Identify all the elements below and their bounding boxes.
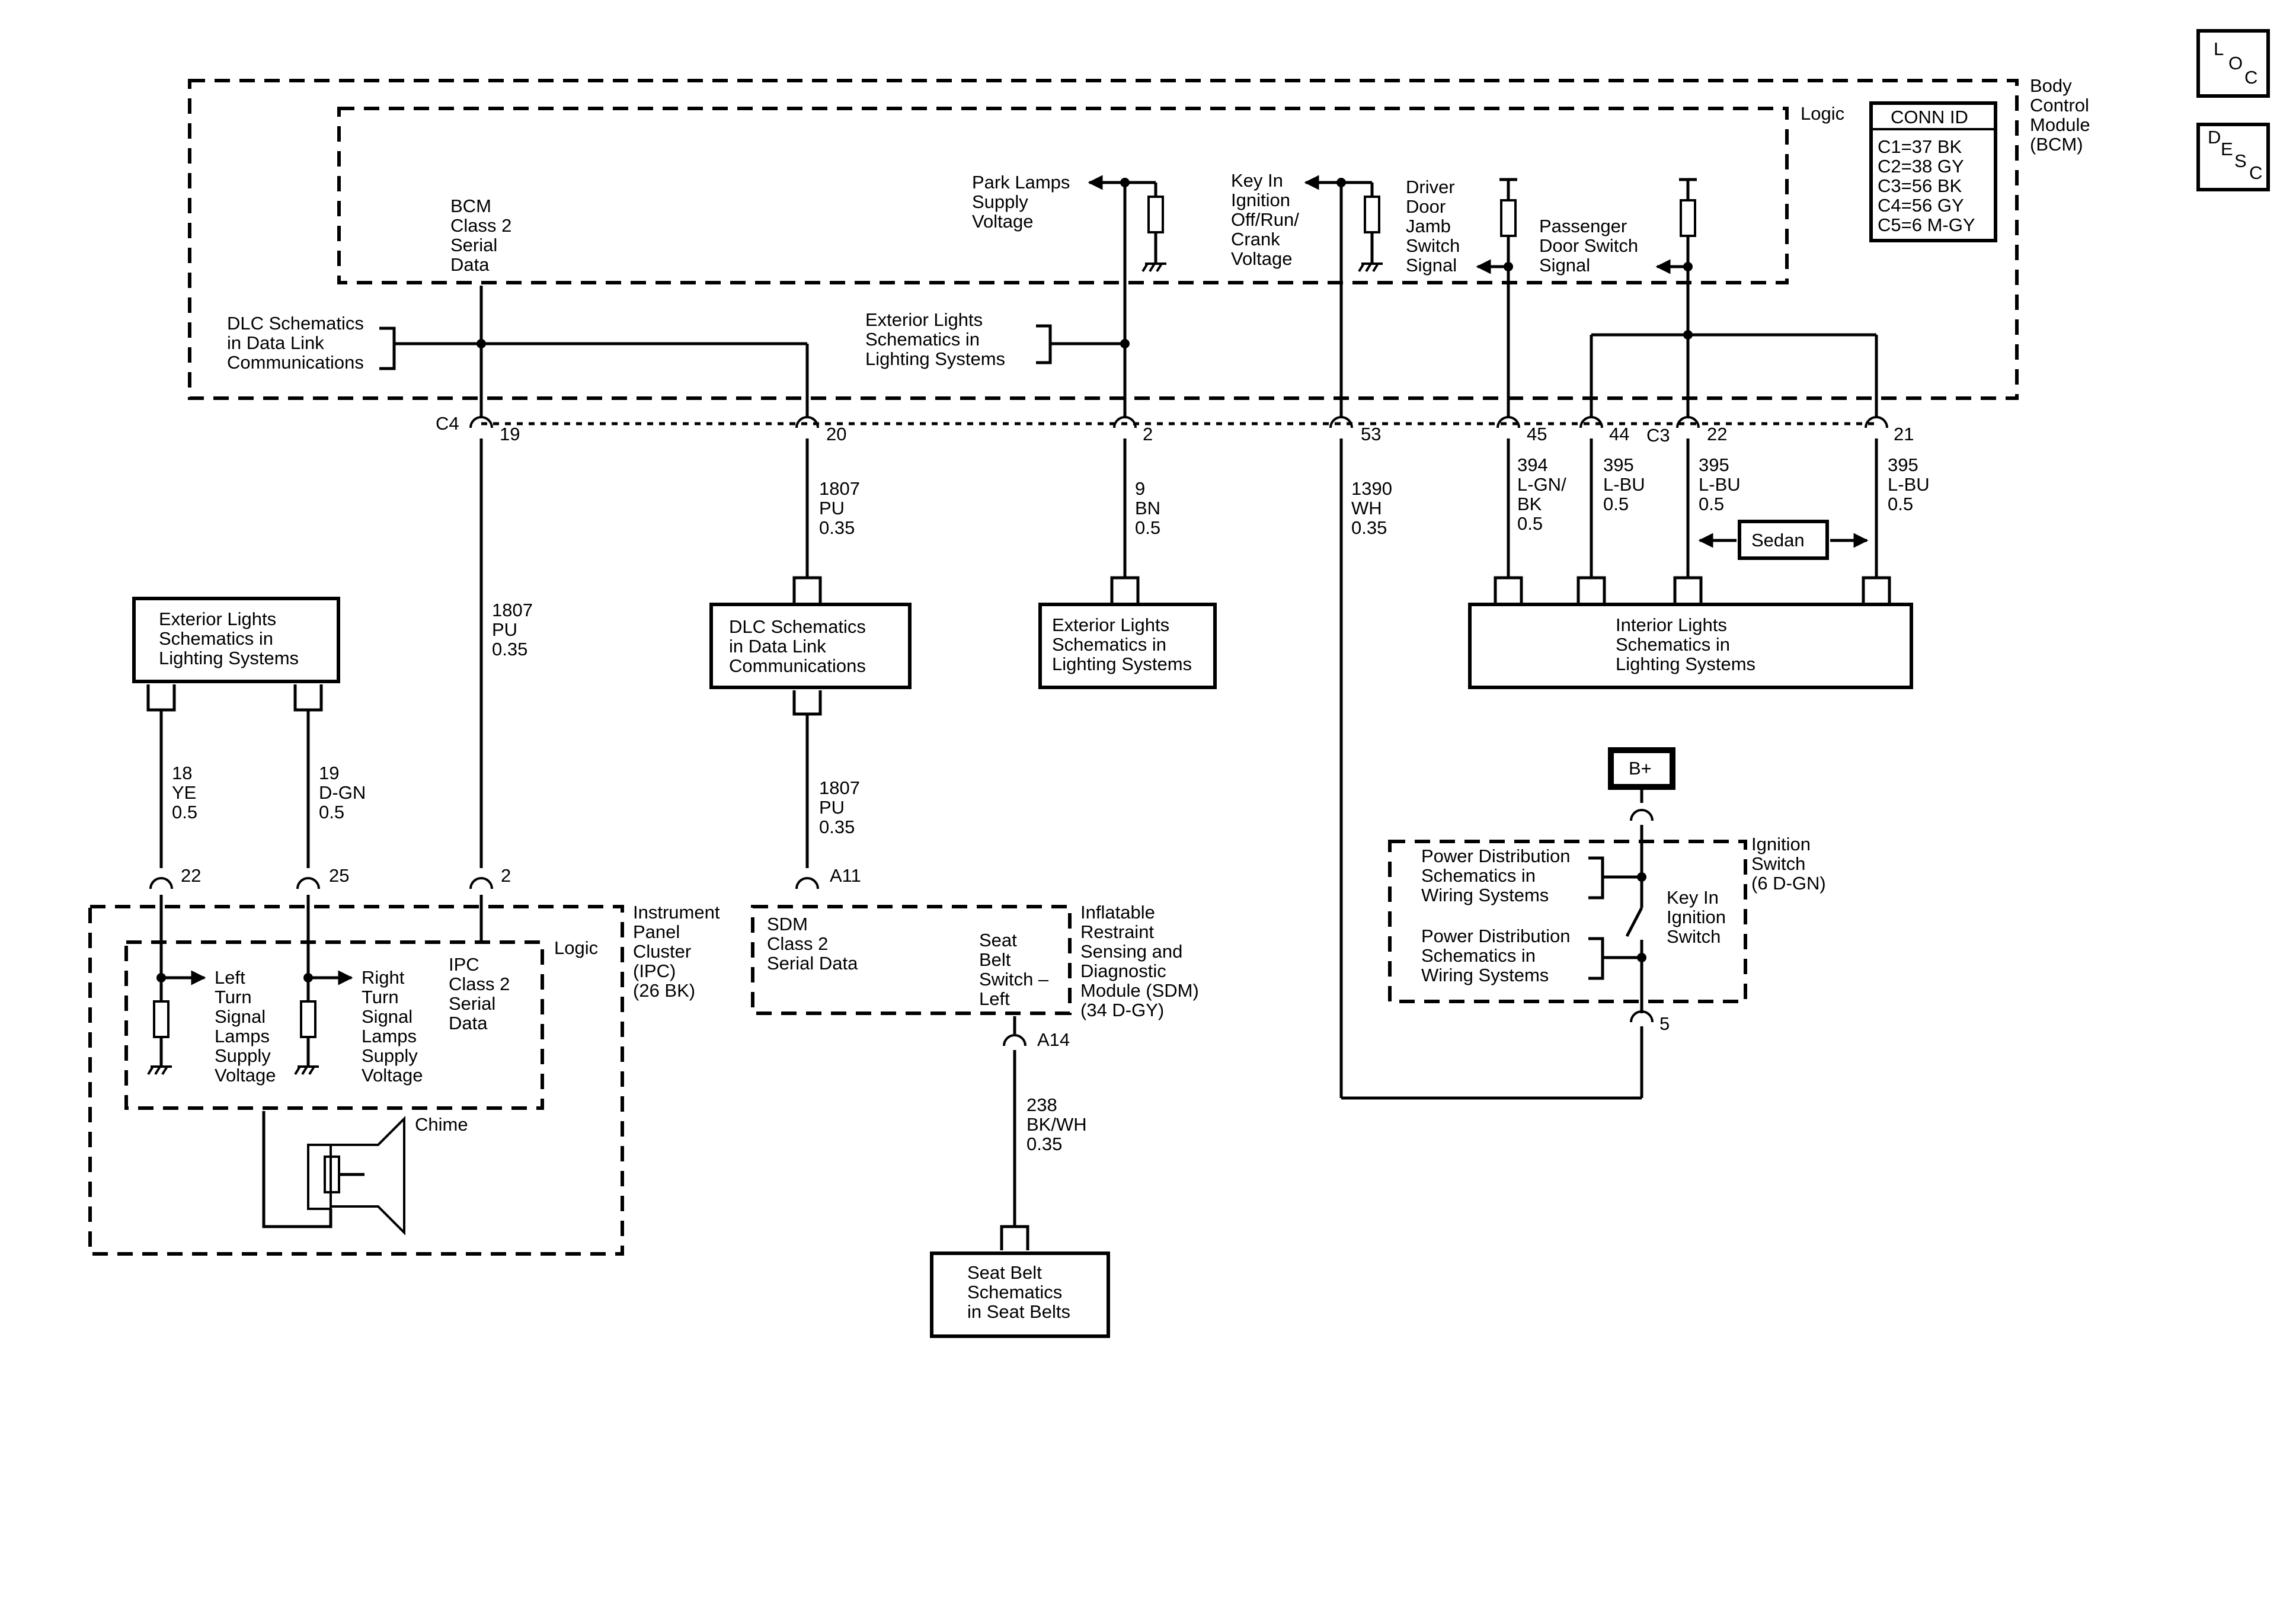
wire-label-w45: 394 L-GN/ BK 0.5 <box>1517 454 1571 534</box>
ground-icon <box>294 1065 319 1076</box>
chime-label: Chime <box>415 1114 468 1135</box>
bcm-output-wires <box>479 438 1878 1098</box>
dlc-ref-label[interactable]: DLC Schematics in Data Link Communicatio… <box>227 313 369 373</box>
seat-belt-box-label: Seat Belt Schematics in Seat Belts <box>967 1262 1070 1322</box>
conn-id-title: CONN ID <box>1891 107 1968 127</box>
connector-c4-label: C4 <box>436 413 459 434</box>
wire-label-w53: 1390 WH 0.35 <box>1351 478 1398 538</box>
park-lamps-label: Park Lamps Supply Voltage <box>972 172 1075 232</box>
loc-icon[interactable]: L O C <box>2196 29 2270 98</box>
left-box-connectors <box>146 684 323 712</box>
b-plus-label: B+ <box>1629 758 1652 779</box>
right-turn-label: Right Turn Signal Lamps Supply Voltage <box>362 967 423 1086</box>
ground-icon <box>1358 263 1383 273</box>
driver-door-label: Driver Door Jamb Switch Signal <box>1406 177 1465 276</box>
ipc-title: Instrument Panel Cluster (IPC) (26 BK) <box>633 902 725 1001</box>
pin-label: 22 <box>1707 424 1727 444</box>
ignition-switch: Ignition Switch (6 D-GN) Power Distribut… <box>1388 825 1826 1013</box>
pin-label: 20 <box>826 424 846 444</box>
key-in-switch-label: Key In Ignition Switch <box>1667 887 1731 947</box>
ext-lights-left-label: Exterior Lights Schematics in Lighting S… <box>159 609 299 668</box>
loc-icon-letter: O <box>2228 53 2243 73</box>
sdm-title: Inflatable Restraint Sensing and Diagnos… <box>1080 902 1204 1020</box>
desc-icon-letter: C <box>2249 162 2262 183</box>
loc-icon-letter: C <box>2244 67 2257 88</box>
wire-label-w20: 1807 PU 0.35 <box>819 478 865 538</box>
wire-label-w22: 395 L-BU 0.5 <box>1699 454 1745 514</box>
conn-id-row: C1=37 BK <box>1878 136 1962 157</box>
wire-label-w19: 1807 PU 0.35 <box>492 600 538 660</box>
sedan-option: Sedan <box>1698 520 1869 560</box>
desc-icon-letter: E <box>2221 139 2233 159</box>
dlc-box[interactable]: DLC Schematics in Data Link Communicatio… <box>709 603 912 689</box>
mid-box-connectors <box>792 576 1891 603</box>
ext-lights-mid-label: Exterior Lights Schematics in Lighting S… <box>1052 614 1192 674</box>
pin-label: 25 <box>329 865 349 886</box>
seat-belt-box[interactable]: Seat Belt Schematics in Seat Belts <box>930 1251 1110 1338</box>
pin-label: 5 <box>1659 1013 1670 1034</box>
ipc-module: Logic Instrument Panel Cluster (IPC) (26… <box>88 895 725 1256</box>
b-plus-box: B+ <box>1608 747 1675 790</box>
wire-label-w44: 395 L-BU 0.5 <box>1603 454 1650 514</box>
pin-label: A14 <box>1037 1029 1070 1050</box>
wire-label-w2: 9 BN 0.5 <box>1135 478 1166 538</box>
pin-label: 19 <box>500 424 520 444</box>
ignition-title: Ignition Switch (6 D-GN) <box>1751 834 1826 894</box>
ext-lights-ref-label[interactable]: Exterior Lights Schematics in Lighting S… <box>865 309 1005 369</box>
pin-label: 2 <box>501 865 511 886</box>
pin-label: 21 <box>1894 424 1914 444</box>
ipc-logic-label: Logic <box>554 937 598 958</box>
pin-label: 45 <box>1527 424 1547 444</box>
chime-icon <box>262 1111 405 1235</box>
conn-id-row: C2=38 GY <box>1878 156 1964 177</box>
bcm-logic-label: Logic <box>1801 103 1844 124</box>
loc-icon-letter: L <box>2214 39 2224 59</box>
interior-lights-label: Interior Lights Schematics in Lighting S… <box>1616 614 1755 674</box>
pin-label: 2 <box>1143 424 1153 444</box>
sdm-serial-label: SDM Class 2 Serial Data <box>767 914 858 974</box>
ext-lights-mid-box[interactable]: Exterior Lights Schematics in Lighting S… <box>1038 603 1217 689</box>
bcm-module: Logic Body Control Module (BCM) <box>188 75 2095 400</box>
interior-lights-box[interactable]: Interior Lights Schematics in Lighting S… <box>1468 603 1913 689</box>
desc-icon-letter: D <box>2208 127 2221 148</box>
pin-label: 22 <box>181 865 201 886</box>
ipc-serial-label: IPC Class 2 Serial Data <box>449 954 515 1033</box>
conn-id-row: C5=6 M-GY <box>1878 215 1975 235</box>
wire-label-w21: 395 L-BU 0.5 <box>1888 454 1934 514</box>
conn-id-row: C4=56 GY <box>1878 195 1964 216</box>
wire-label-w20-lower: 1807 PU 0.35 <box>819 777 865 837</box>
ground-icon <box>147 1065 172 1076</box>
seat-belt-switch-label: Seat Belt Switch – Left <box>979 930 1054 1009</box>
sdm-module: A11 SDM Class 2 Serial Data Seat Belt Sw… <box>751 865 1204 1050</box>
wire-label-238: 238 BK/WH 0.35 <box>1027 1094 1092 1154</box>
power-dist-2-label[interactable]: Power Distribution Schematics in Wiring … <box>1421 926 1575 985</box>
wire-label-dgn: 19 D-GN 0.5 <box>319 763 371 822</box>
pin-label: 44 <box>1609 424 1629 444</box>
dlc-box-label: DLC Schematics in Data Link Communicatio… <box>729 616 871 676</box>
passenger-door-label: Passenger Door Switch Signal <box>1539 216 1643 276</box>
bcm-connector-row: C4 C3 19 20 2 53 45 44 22 21 <box>436 413 1914 446</box>
desc-icon-letter: S <box>2234 151 2247 171</box>
conn-id-table: CONN ID C1=37 BK C2=38 GY C3=56 BK C4=56… <box>1869 101 1997 242</box>
power-dist-1-label[interactable]: Power Distribution Schematics in Wiring … <box>1421 846 1575 905</box>
wire-label-ye: 18 YE 0.5 <box>172 763 202 822</box>
desc-icon[interactable]: D E S C <box>2196 123 2270 191</box>
conn-id-row: C3=56 BK <box>1878 175 1962 196</box>
ext-lights-left-box[interactable]: Exterior Lights Schematics in Lighting S… <box>132 597 340 683</box>
ground-icon <box>1141 263 1166 273</box>
bcm-serial-label: BCM Class 2 Serial Data <box>450 196 517 275</box>
sedan-label: Sedan <box>1751 530 1805 550</box>
bcm-internal-wiring <box>379 175 1878 418</box>
pin-label: 53 <box>1361 424 1381 444</box>
left-turn-label: Left Turn Signal Lamps Supply Voltage <box>215 967 276 1086</box>
bcm-title: Body Control Module (BCM) <box>2030 75 2095 155</box>
ipc-connectors <box>149 877 493 889</box>
key-in-label: Key In Ignition Off/Run/ Crank Voltage <box>1231 170 1304 269</box>
pin-label: A11 <box>830 865 861 886</box>
connector-c3-label: C3 <box>1646 425 1670 446</box>
